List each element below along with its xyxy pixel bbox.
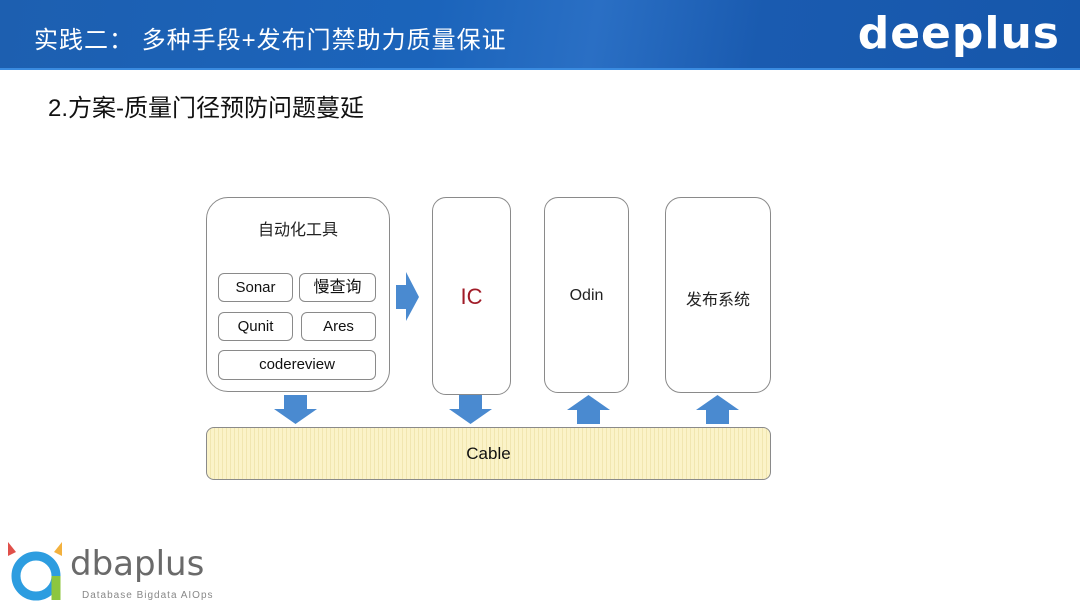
auto-tools-label: 自动化工具 (257, 222, 338, 239)
up-arrow-icon (696, 395, 739, 424)
tool-qunit: Qunit (218, 312, 293, 341)
down-arrow-icon (449, 395, 492, 424)
dbaplus-tagline: Database Bigdata AIOps (82, 590, 214, 601)
dbaplus-logo: dbaplus Database Bigdata AIOps (4, 538, 234, 604)
section-heading: 2.方案-质量门径预防问题蔓延 (48, 95, 365, 122)
up-arrow-icon (567, 395, 610, 424)
odin-label: Odin (569, 287, 604, 304)
tool-codereview: codereview (218, 350, 376, 380)
deeplus-logo: deeplus (857, 8, 1060, 59)
dbaplus-logo-icon (8, 542, 62, 601)
auto-tools-box: 自动化工具 (206, 197, 390, 392)
cable-bar: Cable (206, 427, 771, 480)
ic-box: IC (432, 197, 511, 395)
slide-header: 实践二： 多种手段+发布门禁助力质量保证 deeplus (0, 0, 1080, 70)
ic-label: IC (460, 284, 483, 309)
release-system-label: 发布系统 (685, 292, 750, 309)
tool-ares: Ares (301, 312, 376, 341)
slide-title: 实践二： 多种手段+发布门禁助力质量保证 (34, 27, 507, 54)
right-arrow-icon (396, 272, 419, 321)
odin-box: Odin (544, 197, 629, 393)
tool-sonar: Sonar (218, 273, 293, 302)
dbaplus-wordmark: dbaplus (70, 544, 205, 584)
release-system-box: 发布系统 (665, 197, 771, 393)
tool-slow-query: 慢查询 (299, 273, 376, 302)
down-arrow-icon (274, 395, 317, 424)
